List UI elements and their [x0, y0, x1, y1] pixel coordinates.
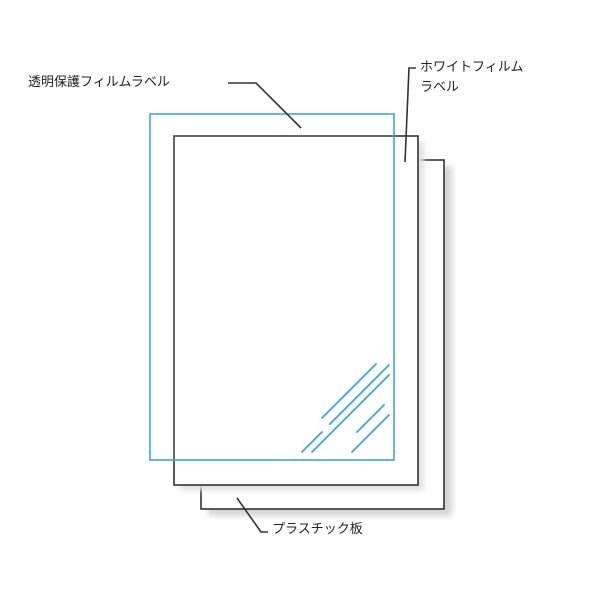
glare-line-4	[311, 374, 390, 453]
glare-line-3	[301, 431, 323, 453]
leader-line-clear-film	[228, 82, 302, 129]
leader-line-plastic-board	[236, 497, 268, 533]
white-film-caption: ホワイトフィルム ラベル	[420, 58, 523, 98]
glare-lines	[301, 363, 390, 453]
glare-line-2	[329, 364, 390, 425]
glare-line-6	[356, 404, 385, 433]
white-film-caption-line2: ラベル	[420, 80, 460, 95]
glare-line-5	[351, 414, 390, 453]
glare-line-1	[321, 363, 377, 419]
leader-line-white-film	[404, 67, 416, 163]
plastic-board-caption: プラスチック板	[272, 522, 363, 537]
clear-film-label	[149, 113, 395, 461]
white-film-caption-line1: ホワイトフィルム	[420, 60, 524, 75]
clear-film-caption: 透明保護フィルムラベル	[28, 75, 170, 90]
